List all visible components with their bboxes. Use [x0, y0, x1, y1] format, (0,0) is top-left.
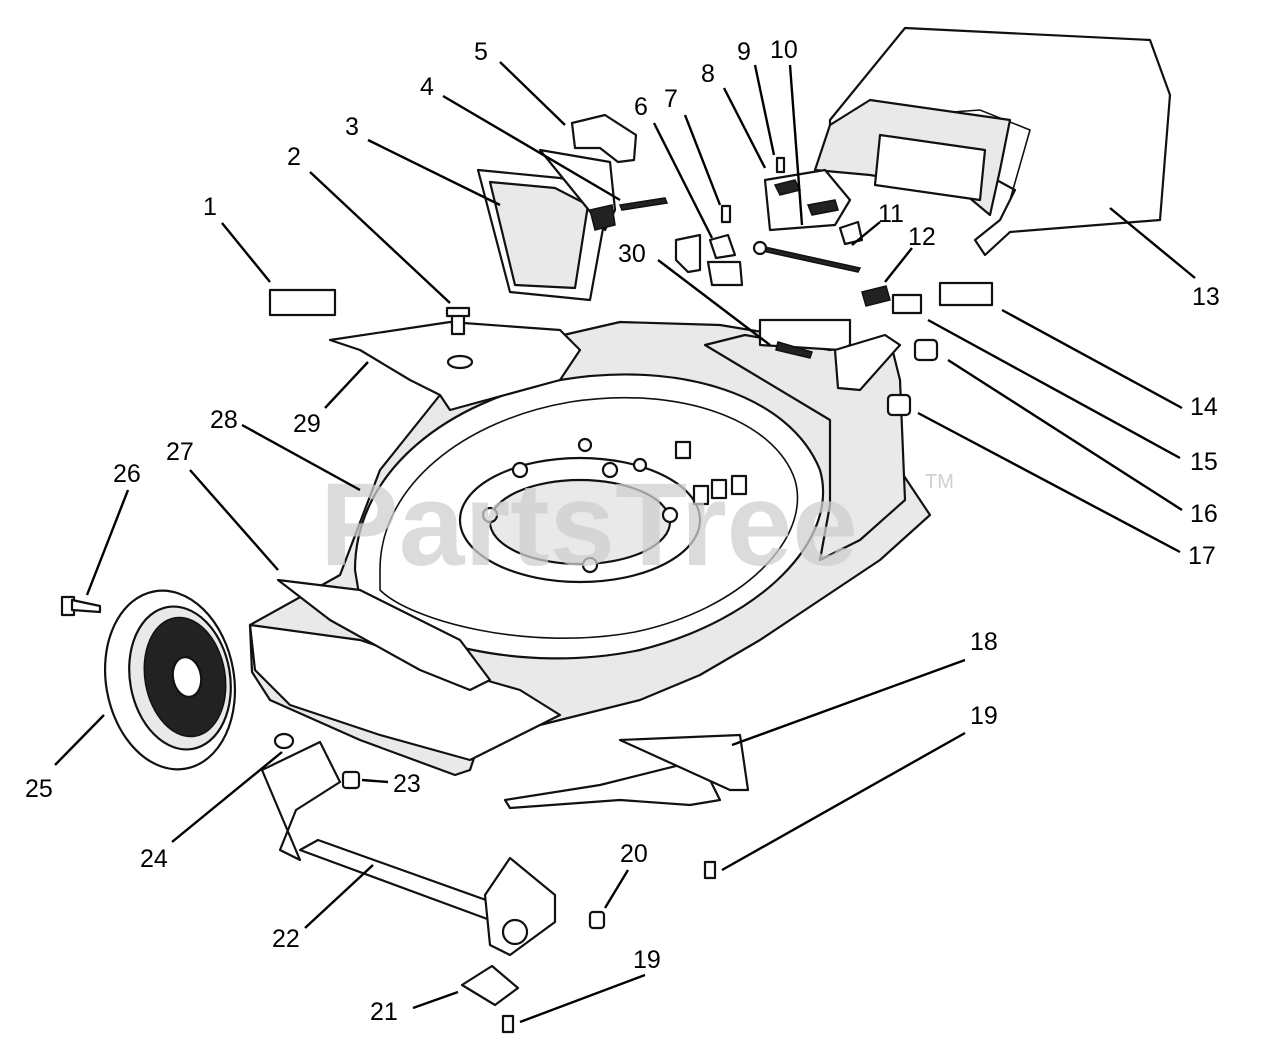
callout-6: 6 — [634, 93, 648, 121]
wheel — [103, 589, 237, 771]
callout-labels: 1 2 3 4 5 6 7 8 9 10 11 12 13 14 15 16 1… — [25, 36, 1220, 1026]
leader-30 — [657, 259, 771, 346]
leader-16 — [947, 358, 1183, 512]
callout-10: 10 — [770, 36, 798, 64]
rear-axle — [260, 740, 557, 957]
callout-19b: 19 — [633, 946, 661, 974]
leader-20 — [603, 869, 630, 909]
leader-7 — [683, 114, 722, 206]
callout-29: 29 — [293, 410, 321, 438]
callout-8: 8 — [701, 60, 715, 88]
hardware — [60, 281, 994, 1034]
callout-9: 9 — [737, 38, 751, 66]
callout-3: 3 — [345, 113, 359, 141]
discharge-chute — [476, 148, 617, 302]
callout-25: 25 — [25, 775, 53, 803]
callout-7: 7 — [664, 85, 678, 113]
spring-4 — [618, 197, 669, 211]
leader-24 — [171, 751, 283, 843]
leader-6 — [652, 122, 714, 239]
leader-21 — [412, 990, 459, 1010]
callout-11: 11 — [878, 200, 904, 228]
callout-17: 17 — [1188, 542, 1216, 570]
callout-18: 18 — [970, 628, 998, 656]
leader-29 — [324, 361, 369, 409]
callout-12: 12 — [908, 223, 936, 251]
callout-14: 14 — [1190, 393, 1218, 421]
leader-15 — [927, 318, 1181, 460]
leader-5 — [499, 61, 566, 126]
callout-4: 4 — [420, 73, 434, 101]
leader-18 — [731, 658, 966, 747]
callout-1: 1 — [203, 193, 217, 221]
leader-17 — [917, 411, 1181, 554]
grass-bag — [813, 26, 1172, 257]
mower-deck — [248, 318, 932, 810]
callout-13: 13 — [1192, 283, 1220, 311]
chute-cover — [570, 113, 638, 164]
callout-23: 23 — [393, 770, 421, 798]
leader-9 — [753, 64, 776, 156]
callout-2: 2 — [287, 143, 301, 171]
leader-25 — [54, 714, 105, 766]
leader-26 — [85, 489, 130, 596]
leader-10 — [788, 64, 804, 226]
leader-19b — [519, 973, 646, 1024]
callout-19a: 19 — [970, 702, 998, 730]
callout-16: 16 — [1190, 500, 1218, 528]
callout-15: 15 — [1190, 448, 1218, 476]
leader-1 — [221, 222, 271, 283]
leader-4 — [442, 94, 621, 202]
leader-13 — [1109, 207, 1196, 279]
motor-mount-bosses — [481, 437, 679, 574]
leader-14 — [1001, 308, 1183, 410]
hinge-parts — [674, 156, 864, 287]
leader-19a — [721, 731, 966, 872]
leader-lines — [54, 61, 1196, 1024]
leader-8 — [722, 87, 767, 169]
leader-27 — [189, 469, 279, 571]
leader-12 — [884, 247, 913, 283]
leader-28 — [241, 423, 361, 492]
callout-27: 27 — [166, 438, 194, 466]
callout-26: 26 — [113, 460, 141, 488]
leader-22 — [304, 864, 374, 929]
callout-5: 5 — [474, 38, 488, 66]
callout-20: 20 — [620, 840, 648, 868]
leader-3 — [367, 138, 501, 207]
callout-22: 22 — [272, 925, 300, 953]
callout-28: 28 — [210, 406, 238, 434]
callout-24: 24 — [140, 845, 168, 873]
callout-30: 30 — [618, 240, 646, 268]
watermark: PartsTree — [320, 459, 858, 591]
leader-2 — [309, 171, 451, 304]
watermark-trademark: TM — [925, 471, 954, 493]
callout-21: 21 — [370, 998, 398, 1026]
leader-23 — [361, 778, 389, 784]
leader-11 — [851, 221, 881, 246]
